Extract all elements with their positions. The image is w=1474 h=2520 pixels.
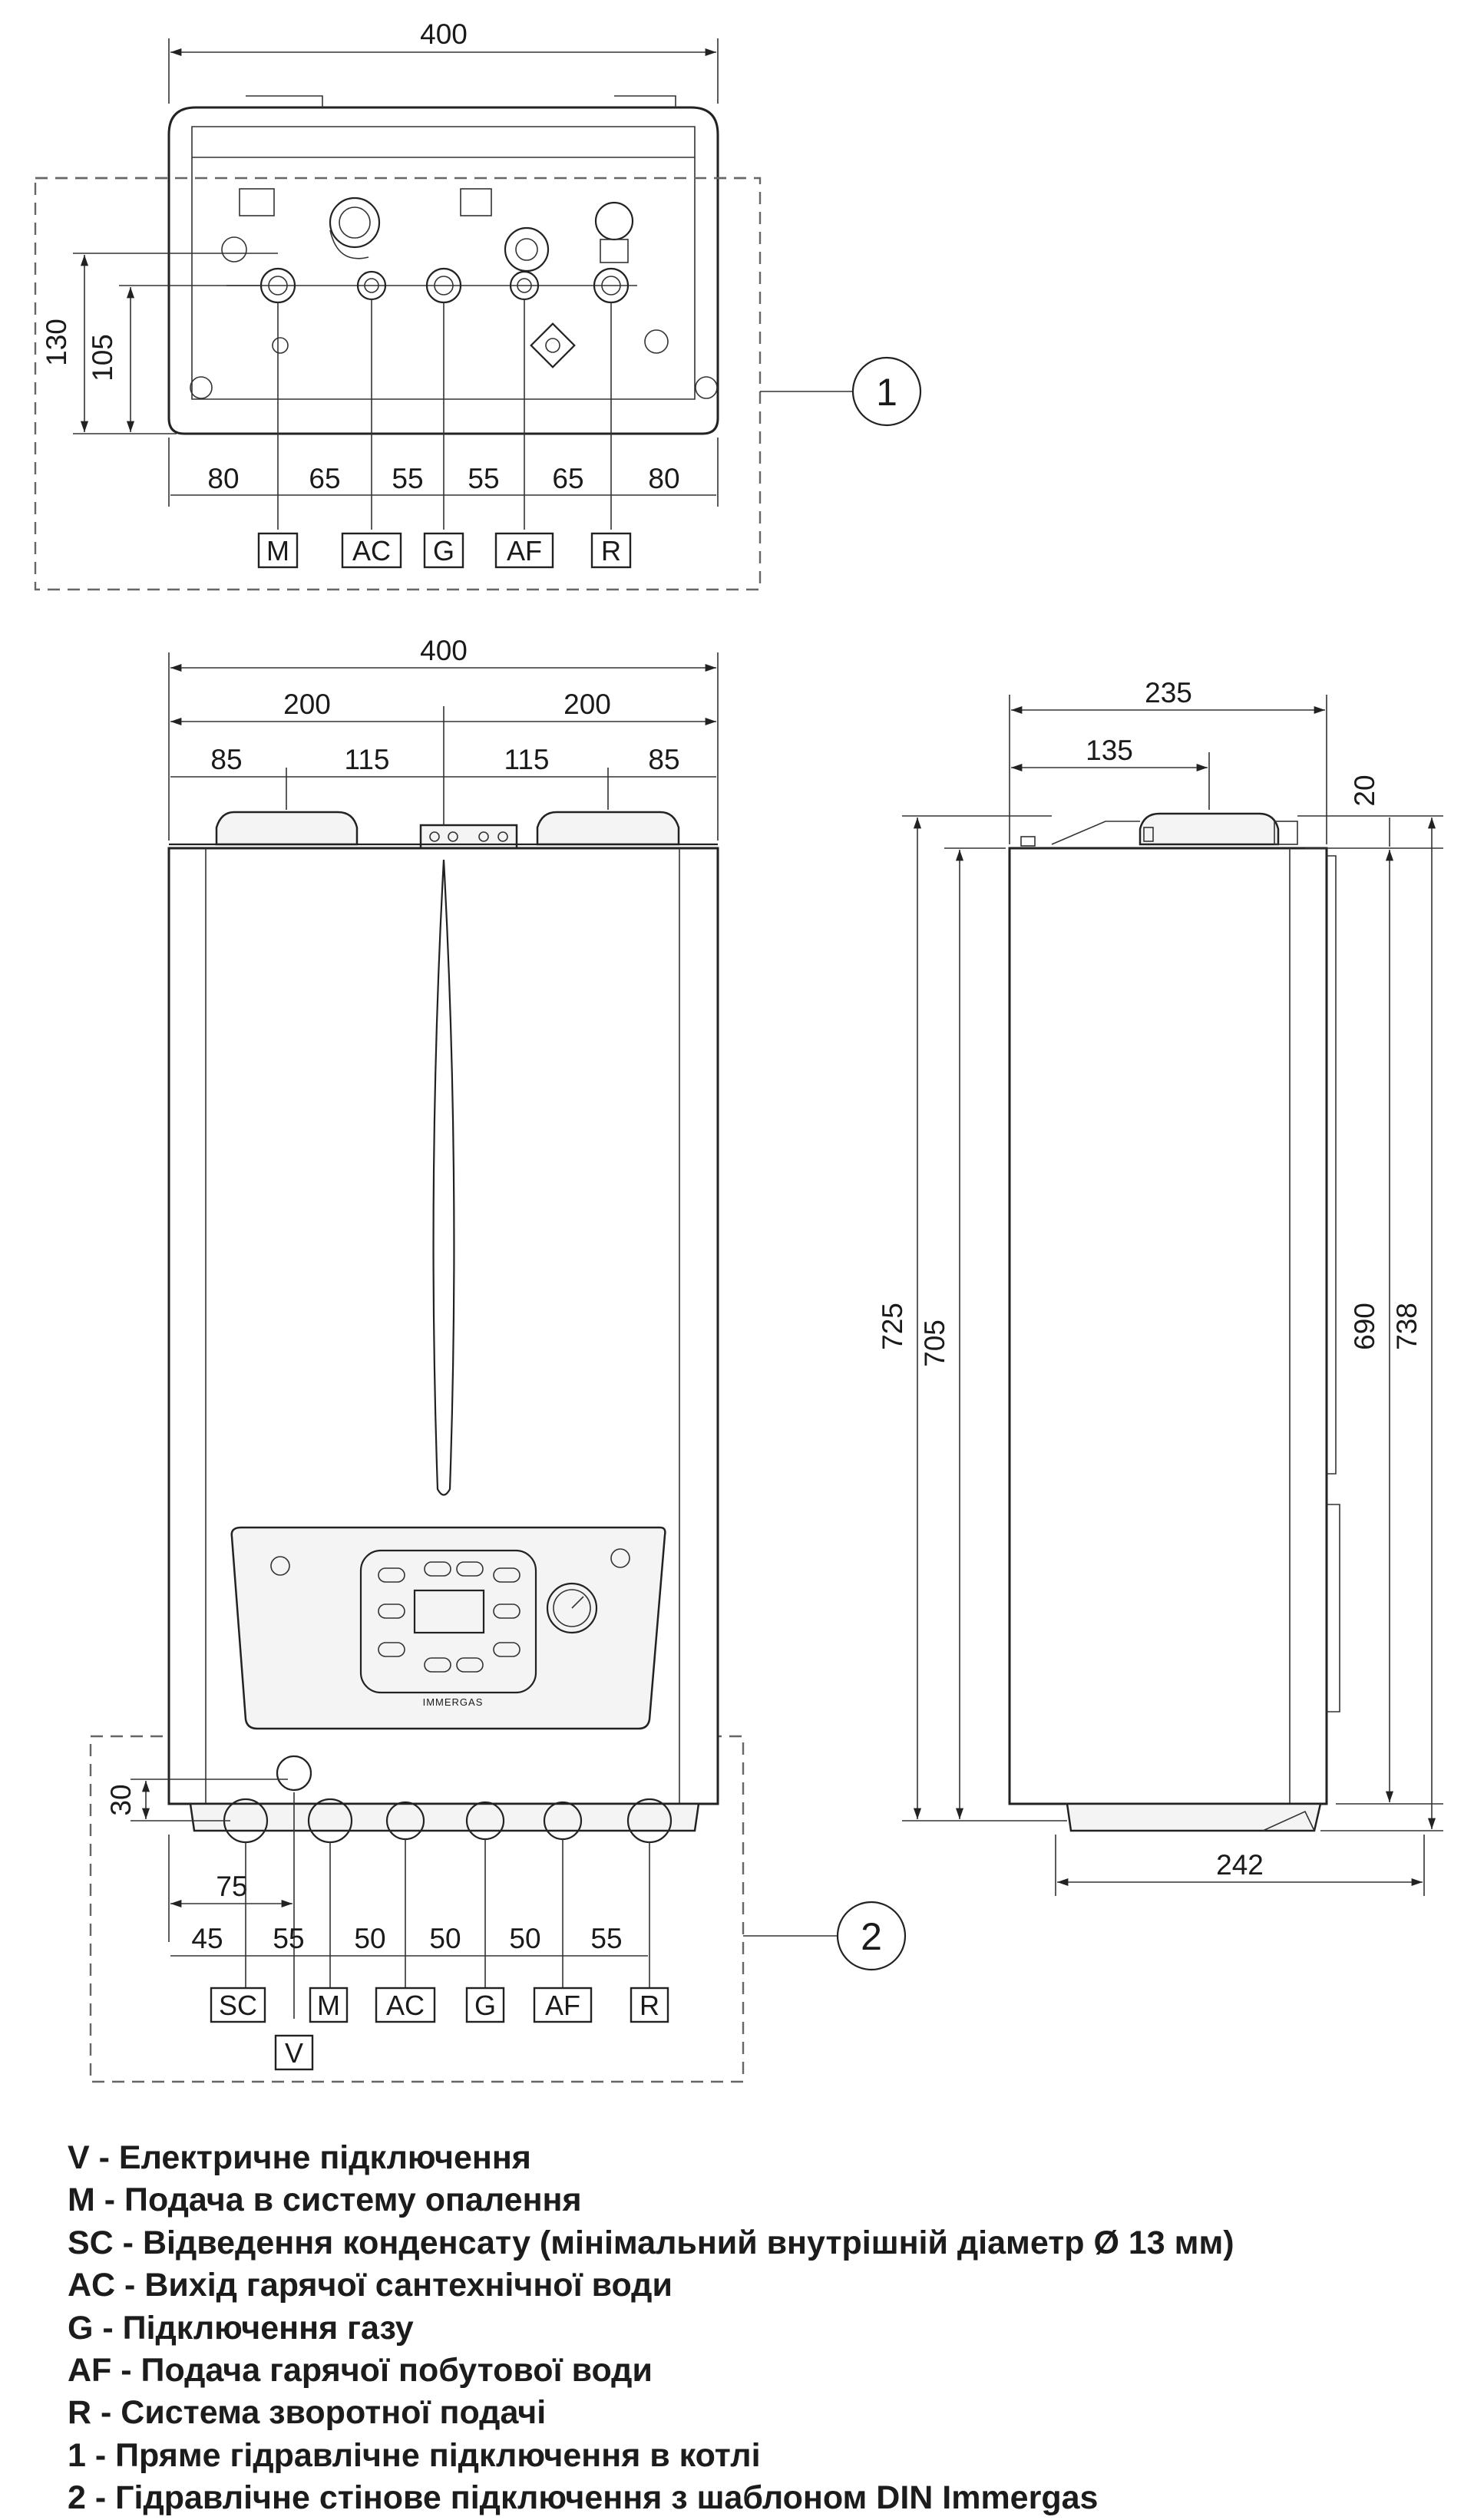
front-view: IMMERGAS 400 200 200 85 115 115 85: [89, 635, 907, 2083]
display-screen: [413, 1589, 485, 1634]
boiler-bottom-outline: [167, 106, 719, 435]
legend-item-ac: AC - Вихід гарячої сантехнічної води: [68, 2267, 673, 2304]
spacing-65-left: 65: [309, 463, 340, 494]
spacing-80-left: 80: [207, 463, 239, 494]
legend-item-2: 2 - Гідравлічне стінове підключення з ша…: [68, 2479, 1099, 2517]
legend-item-r: R - Система зворотної подачі: [68, 2394, 547, 2432]
spacing-50-a: 50: [354, 1923, 385, 1954]
depth-235-dimension: 235: [1145, 677, 1192, 708]
legend-item-m: M - Подача в систему опалення: [68, 2181, 582, 2219]
electrical-connection-icon: [276, 1755, 312, 1792]
top-spacing-dimensions: 80 65 55 55 65 80: [168, 299, 719, 530]
label-sc: SC: [219, 1990, 257, 2021]
top-width-dimension: 400: [420, 18, 468, 50]
half-width-left: 200: [283, 689, 331, 720]
technical-drawing: 400 130 105 80 65 55 55 65 80: [34, 18, 1443, 2083]
legend-item-v: V - Електричне підключення: [68, 2139, 531, 2176]
label-ac-front: AC: [386, 1990, 425, 2021]
top-connection-labels: M AC G AF R: [257, 532, 632, 569]
label-ac: AC: [352, 535, 391, 566]
spacing-55-b: 55: [590, 1923, 622, 1954]
top-view: 400 130 105 80 65 55 55 65 80: [34, 18, 922, 591]
spacing-65-right: 65: [552, 463, 583, 494]
label-r-front: R: [640, 1990, 659, 2021]
height-105-dimension: 105: [87, 334, 118, 381]
depth-242-dimension: 242: [1216, 1849, 1264, 1881]
label-v: V: [285, 2037, 303, 2069]
height-690-dimension: 690: [1349, 1303, 1380, 1350]
callout-2-number: 2: [861, 1915, 882, 1958]
legend-item-sc: SC - Відведення конденсату (мінімальний …: [68, 2224, 1234, 2261]
height-705-dimension: 705: [919, 1319, 950, 1367]
legend-item-1: 1 - Пряме гідравлічне підключення в котл…: [68, 2436, 761, 2474]
bottom-tray: [189, 1802, 700, 1832]
offset-85-right: 85: [648, 744, 679, 775]
spacing-55-a: 55: [273, 1923, 304, 1954]
height-738-dimension: 738: [1391, 1303, 1423, 1350]
pressure-gauge-icon: [546, 1582, 598, 1634]
callout-circle-1: [851, 356, 922, 427]
callout-1-number: 1: [876, 371, 897, 414]
spacing-50-c: 50: [509, 1923, 540, 1954]
callout-circle-2: [836, 1901, 907, 1971]
front-spacing-dimensions: 45 55 50 50 50 55: [170, 1839, 650, 1988]
control-buttons: [378, 1561, 521, 1673]
label-g-front: G: [474, 1990, 496, 2021]
half-width-right: 200: [563, 689, 611, 720]
label-af-front: AF: [545, 1990, 580, 2021]
front-connection-labels: SC M AC G AF R V: [210, 1987, 669, 2071]
offset-115-right: 115: [504, 744, 550, 775]
brand-logo: IMMERGAS: [423, 1696, 484, 1708]
offset-135-dimension: 135: [1086, 735, 1133, 766]
top-20-dimension: 20: [1349, 774, 1380, 806]
side-view: 235 135 20 690 738 725 705 242: [877, 677, 1443, 1896]
spacing-50-b: 50: [429, 1923, 461, 1954]
label-g: G: [433, 535, 454, 566]
spacing-55-right: 55: [468, 463, 499, 494]
boiler-side-body: [1008, 847, 1328, 1805]
side-bottom-tray: [1066, 1802, 1322, 1832]
offset-85-left: 85: [210, 744, 242, 775]
label-r: R: [601, 535, 621, 566]
legend-item-af: AF - Подача гарячої побутової води: [68, 2352, 653, 2390]
height-130-dimension: 130: [41, 319, 72, 366]
legend-item-g: G - Підключення газу: [68, 2309, 414, 2347]
spacing-45: 45: [191, 1923, 223, 1954]
spacing-80-right: 80: [648, 463, 679, 494]
display-frame: [359, 1549, 537, 1694]
label-m-front: M: [317, 1990, 340, 2021]
front-width-dimension: 400: [420, 635, 468, 666]
front-styling-line: [432, 859, 455, 1496]
height-30-dimension: 30: [105, 1784, 137, 1815]
control-panel: [230, 1526, 666, 1730]
spacing-55-left: 55: [392, 463, 423, 494]
height-725-dimension: 725: [877, 1303, 908, 1350]
label-af: AF: [507, 535, 542, 566]
offset-115-left: 115: [345, 744, 390, 775]
legend: V - Електричне підключення M - Подача в …: [68, 2137, 1234, 2520]
internal-fittings: [190, 188, 718, 399]
label-m: M: [266, 535, 289, 566]
dim-75: 75: [216, 1871, 247, 1902]
